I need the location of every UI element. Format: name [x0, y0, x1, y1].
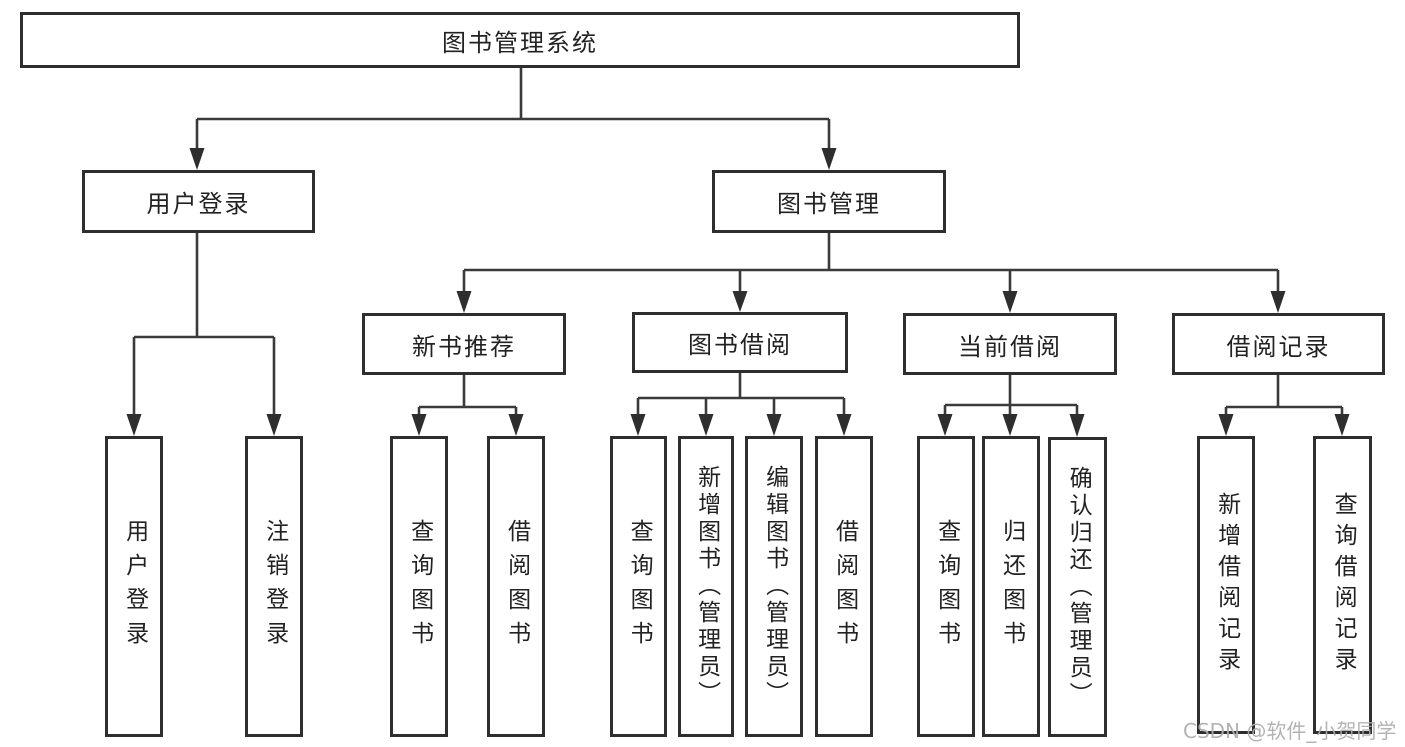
- node-label: 查询借阅记录: [1330, 492, 1357, 678]
- node-book-management: 图书管理: [712, 170, 946, 233]
- leaf-user-login: 用户登录: [105, 436, 163, 737]
- node-label: 当前借阅: [958, 332, 1062, 361]
- leaf-add-books-admin: 新增图书（管理员）: [678, 436, 734, 737]
- leaf-query-books-current: 查询图书: [917, 436, 975, 737]
- node-label: 新书推荐: [412, 332, 516, 361]
- node-label: 编辑图书（管理员）: [761, 465, 788, 708]
- node-borrowing-records: 借阅记录: [1172, 313, 1385, 375]
- node-user-login: 用户登录: [82, 170, 315, 233]
- node-label: 查询图书: [626, 518, 653, 655]
- node-label: 用户登录: [146, 190, 251, 218]
- leaf-query-borrow-record: 查询借阅记录: [1313, 436, 1372, 734]
- arrowheads: [126, 148, 1350, 437]
- leaf-logout: 注销登录: [245, 436, 303, 737]
- node-root-system: 图书管理系统: [20, 12, 1020, 68]
- leaf-add-borrow-record: 新增借阅记录: [1197, 436, 1255, 734]
- node-label: 新增图书（管理员）: [693, 465, 720, 708]
- node-current-borrowing: 当前借阅: [903, 313, 1117, 375]
- leaf-query-books-recommend: 查询图书: [390, 436, 448, 737]
- node-label: 注销登录: [261, 518, 288, 655]
- node-label: 归还图书: [998, 518, 1025, 655]
- node-label: 图书管理系统: [442, 28, 598, 57]
- node-label: 查询图书: [406, 518, 433, 655]
- leaf-query-books-borrowing: 查询图书: [610, 436, 667, 737]
- connector-paths: [132, 68, 1344, 416]
- leaf-confirm-return-admin: 确认归还（管理员）: [1048, 437, 1107, 737]
- node-label: 借阅记录: [1226, 332, 1331, 361]
- leaf-borrow-books-borrowing: 借阅图书: [815, 436, 873, 737]
- node-label: 借阅图书: [503, 518, 530, 655]
- leaf-borrow-books-recommend: 借阅图书: [487, 436, 545, 737]
- node-label: 查询图书: [933, 518, 960, 655]
- node-label: 用户登录: [121, 518, 148, 655]
- node-book-borrowing: 图书借阅: [632, 312, 848, 373]
- node-label: 新增借阅记录: [1213, 492, 1240, 678]
- node-label: 确认归还（管理员）: [1065, 465, 1092, 709]
- node-label: 借阅图书: [831, 518, 858, 655]
- node-label: 图书管理: [777, 190, 881, 218]
- watermark: CSDN @软件_小贺同学: [1183, 719, 1397, 743]
- node-label: 图书借阅: [688, 331, 792, 359]
- leaf-return-books: 归还图书: [982, 436, 1040, 737]
- leaf-edit-books-admin: 编辑图书（管理员）: [745, 436, 803, 737]
- node-new-book-recommend: 新书推荐: [362, 313, 566, 375]
